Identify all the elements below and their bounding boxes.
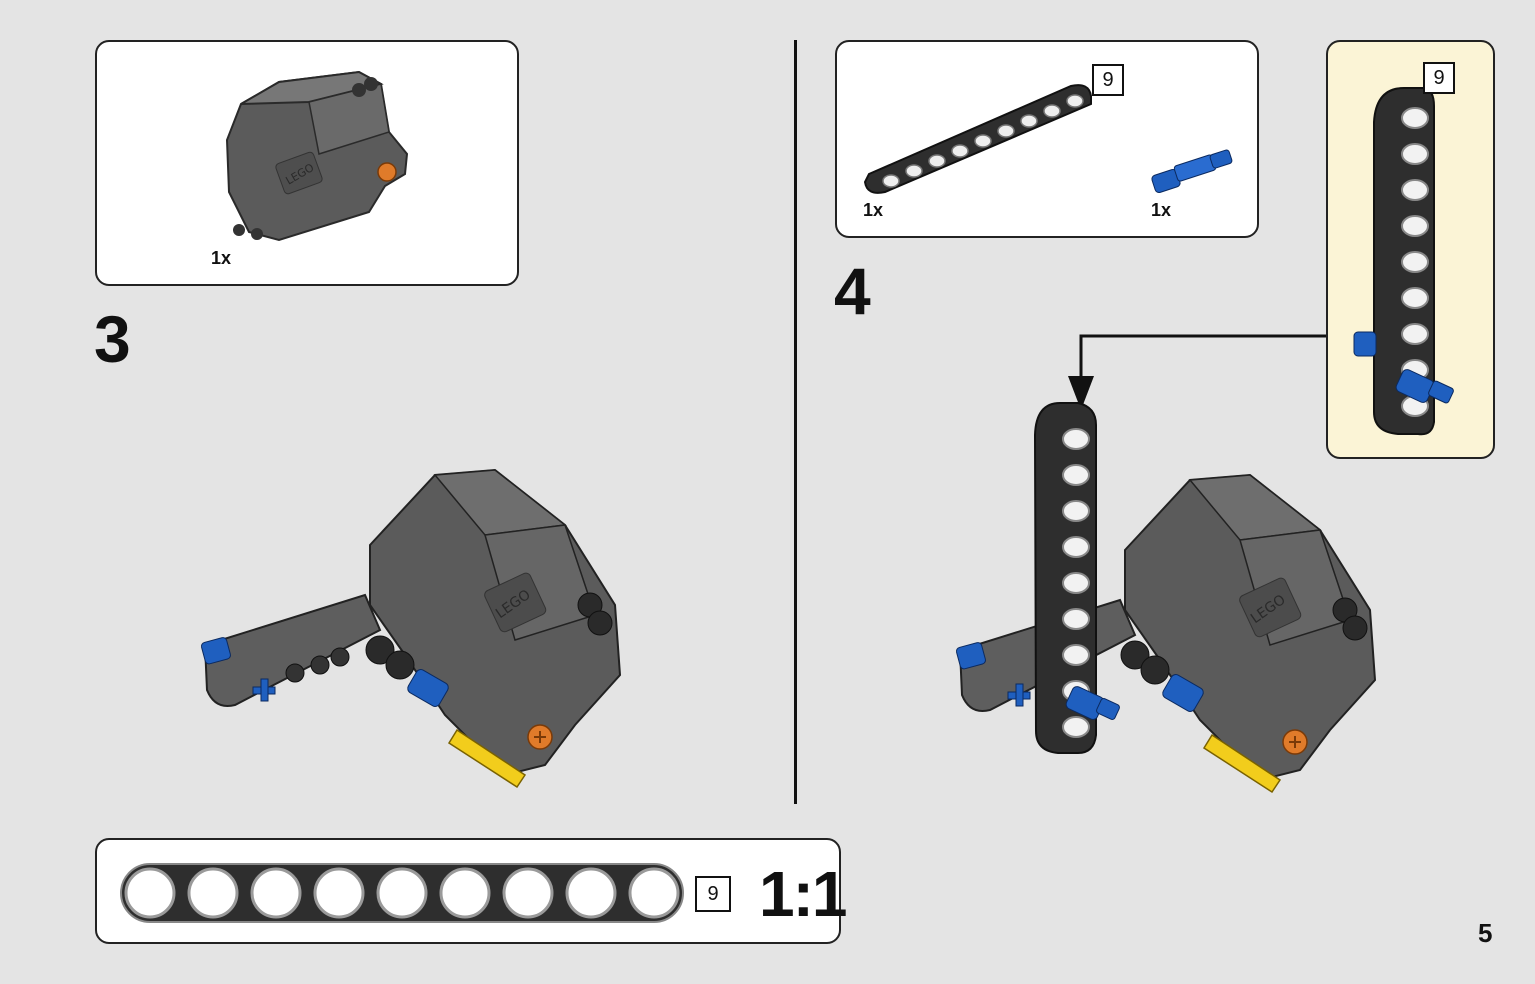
scale-ruler-length-badge: 9 — [695, 876, 731, 912]
scale-ruler-panel: 9 1:1 — [95, 838, 847, 944]
liftarm-length-badge: 9 — [1092, 64, 1124, 96]
step-divider — [794, 40, 797, 804]
page-number: 5 — [1478, 918, 1493, 948]
step4-parts-panel: 9 1x 1x — [835, 40, 1259, 238]
blue-pin-quantity: 1x — [1151, 200, 1172, 220]
blue-axle-icon — [252, 678, 276, 702]
step3-parts-panel: LEGO 1x — [95, 40, 519, 286]
step3-part-quantity: 1x — [211, 248, 232, 268]
ruler-hole — [565, 867, 617, 919]
arrow-down-icon — [1068, 334, 1326, 410]
lego-logo-icon — [275, 151, 323, 195]
subassembly-length-badge: 9 — [1423, 62, 1455, 94]
step3-number: 3 — [94, 302, 131, 376]
liftarm-quantity: 1x — [863, 200, 884, 220]
ruler-hole — [250, 867, 302, 919]
ruler-hole — [502, 867, 554, 919]
ruler-hole — [124, 867, 176, 919]
subassembly-callout: 9 — [1326, 40, 1495, 459]
motor-housing-part: LEGO — [225, 70, 409, 242]
ruler-hole — [313, 867, 365, 919]
blue-pin-part — [1151, 149, 1233, 194]
subassembly-beam-illustration — [1353, 87, 1454, 436]
step4-assembly-illustration: LEGO — [955, 402, 1377, 794]
step4-number: 4 — [834, 254, 871, 328]
liftarm-beam-part — [863, 84, 1092, 194]
ruler-hole — [376, 867, 428, 919]
scale-ruler-beam — [120, 863, 684, 923]
ruler-hole — [439, 867, 491, 919]
scale-ratio-label: 1:1 — [759, 858, 847, 930]
lego-logo-icon — [1239, 577, 1302, 638]
step3-assembly-illustration: LEGO — [200, 468, 622, 789]
lego-logo-icon — [484, 572, 547, 633]
ruler-hole — [187, 867, 239, 919]
ruler-hole — [628, 867, 680, 919]
